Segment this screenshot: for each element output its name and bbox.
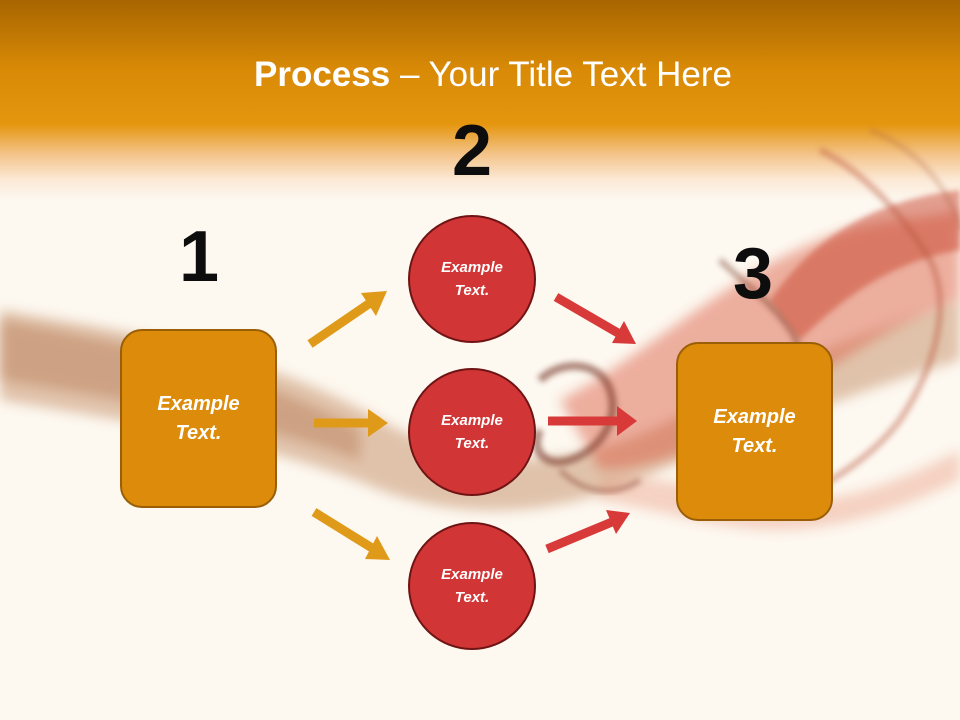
arrow-left-to-top xyxy=(307,291,387,348)
arrow-bottom-to-right xyxy=(545,510,630,554)
step-number-1: 1 xyxy=(178,217,220,297)
right-box-text: Example Text. xyxy=(713,405,796,457)
title-rest: Your Title Text Here xyxy=(428,55,733,94)
title-bold: Process xyxy=(254,55,391,94)
step-number-3: 3 xyxy=(732,234,774,314)
arrow-middle-to-right xyxy=(548,406,637,436)
circle-bottom-text: Example Text. xyxy=(441,566,503,606)
header-band xyxy=(0,0,960,200)
circle-bottom: Example Text. xyxy=(408,522,536,650)
arrow-top-to-right xyxy=(553,293,636,344)
left-box-text: Example Text. xyxy=(157,392,240,444)
circle-top-text: Example Text. xyxy=(441,259,503,299)
right-box: Example Text. xyxy=(676,342,833,521)
circle-top: Example Text. xyxy=(408,215,536,343)
circle-middle-text: Example Text. xyxy=(441,412,503,452)
left-box: Example Text. xyxy=(120,329,277,508)
step-number-2: 2 xyxy=(451,111,493,191)
arrow-left-to-middle xyxy=(314,409,388,437)
slide-title: Process – Your Title Text Here xyxy=(0,52,960,98)
title-dash: – xyxy=(390,55,429,94)
arrow-left-to-bottom xyxy=(311,508,390,560)
circle-middle: Example Text. xyxy=(408,368,536,496)
